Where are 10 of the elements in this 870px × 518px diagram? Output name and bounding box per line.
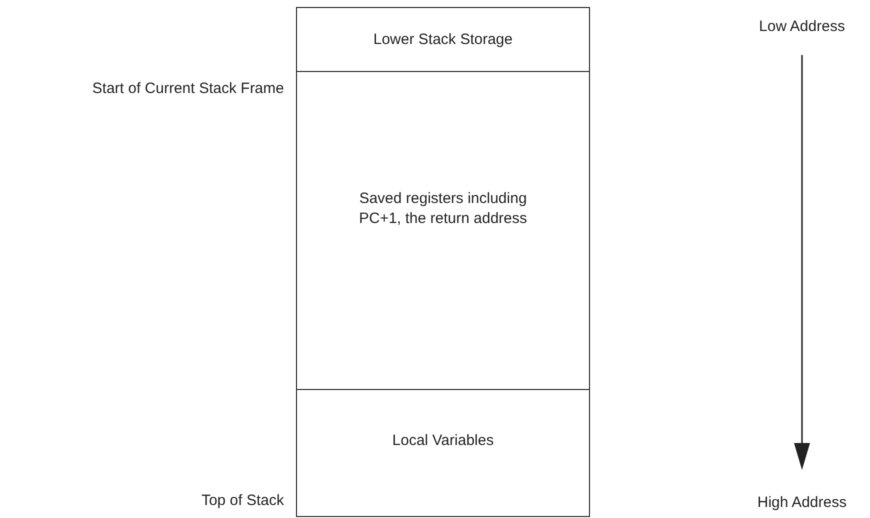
pointer-label: Top of Stack: [201, 492, 284, 509]
stack-region: [296, 71, 590, 391]
address-label: Low Address: [759, 18, 845, 35]
region-label: Saved registers including PC+1, the return address: [358, 189, 528, 228]
region-label: Local Variables: [392, 430, 494, 450]
stack-region: [296, 389, 590, 517]
stack-region: [296, 7, 590, 73]
pointer-label: Start of Current Stack Frame: [92, 80, 284, 97]
address-label: High Address: [757, 494, 847, 511]
region-label: Lower Stack Storage: [373, 30, 513, 50]
